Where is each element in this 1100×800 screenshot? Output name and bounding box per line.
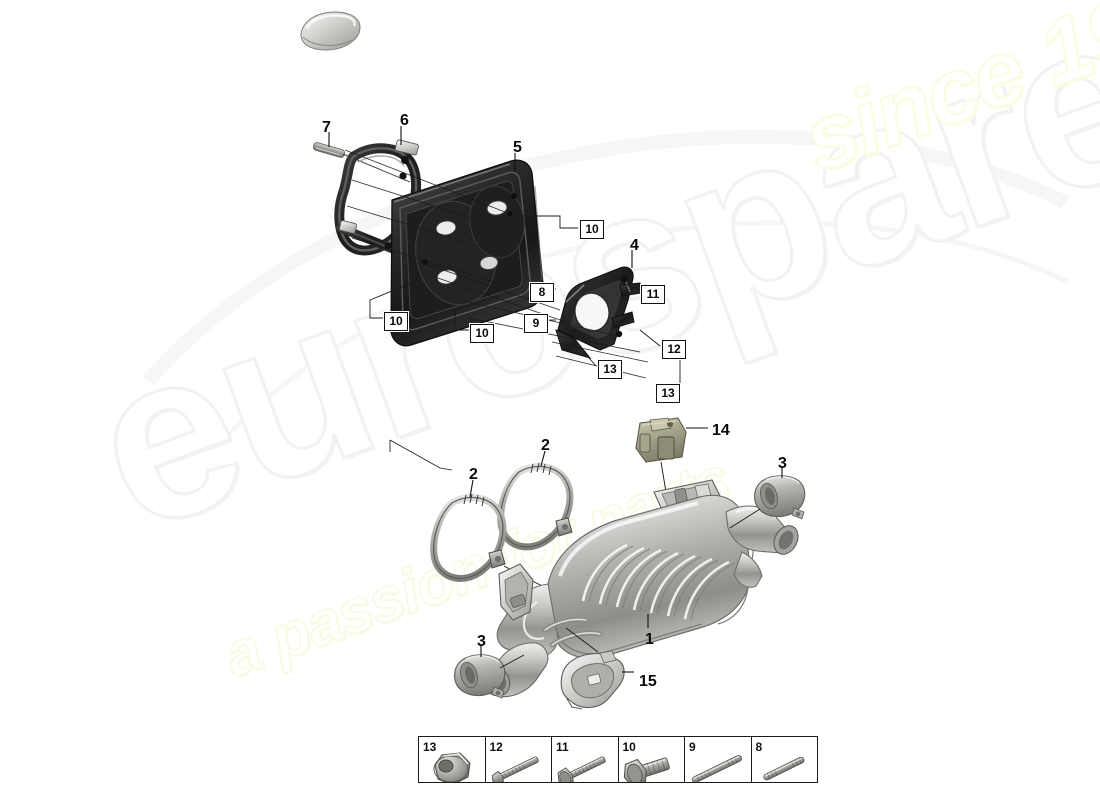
callout-15: 15 <box>639 673 657 690</box>
callout-13-boxed: 13 <box>656 384 680 403</box>
callout-10-boxed: 10 <box>384 312 408 331</box>
long-stud-icon <box>685 737 751 782</box>
part-3-pipe-clamp-right <box>754 475 806 520</box>
callout-9-boxed: 9 <box>524 314 548 333</box>
part-1-rear-silencer <box>483 494 799 698</box>
legend-cell-9: 9 <box>685 737 752 782</box>
legend-cell-12: 12 <box>486 737 552 782</box>
callout-6: 6 <box>400 112 409 129</box>
part-oval-cover-cap <box>300 11 361 51</box>
threaded-stud-icon <box>752 737 818 782</box>
callout-10-boxed: 10 <box>470 324 494 343</box>
assembly-leader-lines <box>344 149 649 379</box>
legend-cell-10: 10 <box>619 737 685 782</box>
part-6-support-frame <box>334 139 422 257</box>
part-2-band-clamp-lower <box>430 493 507 582</box>
long-bolt-icon <box>486 737 552 782</box>
leader-2-upper <box>540 450 546 467</box>
callout-13-boxed: 13 <box>598 360 622 379</box>
hardware-legend: 13 12 11 <box>418 736 818 783</box>
legend-cell-11: 11 <box>552 737 619 782</box>
callout-1: 1 <box>645 631 654 648</box>
callout-14: 14 <box>712 422 730 439</box>
legend-number: 11 <box>556 740 569 754</box>
callout-7: 7 <box>322 119 331 136</box>
hex-flange-bolt-icon <box>552 737 618 782</box>
part-2-band-clamp-upper <box>497 462 574 551</box>
part-14-actuator <box>635 417 687 463</box>
callout-11-boxed: 11 <box>641 285 665 304</box>
flange-nut-icon <box>419 737 485 782</box>
legend-number: 12 <box>489 740 503 754</box>
callout-8-boxed: 8 <box>530 283 554 302</box>
callout-2: 2 <box>469 466 478 483</box>
legend-number: 8 <box>755 740 763 754</box>
callout-12-boxed: 12 <box>662 340 686 359</box>
callout-10-boxed: 10 <box>580 220 604 239</box>
legend-number: 10 <box>622 740 636 754</box>
callout-2: 2 <box>541 437 550 454</box>
part-3-pipe-clamp-left <box>454 654 506 699</box>
callout-3: 3 <box>477 633 486 650</box>
leader-2-lower <box>469 479 474 498</box>
part-15-tailpipe-bracket <box>560 650 625 710</box>
legend-number: 13 <box>423 740 437 754</box>
legend-cell-8: 8 <box>752 737 818 782</box>
part-4-mounting-bracket <box>555 266 642 359</box>
callout-4: 4 <box>630 237 639 254</box>
callout-3: 3 <box>778 455 787 472</box>
callout-5: 5 <box>513 139 522 156</box>
legend-number: 9 <box>689 740 696 754</box>
short-hex-bolt-icon <box>619 737 685 782</box>
part-5-heat-shield-panel <box>390 159 544 347</box>
legend-cell-13: 13 <box>419 737 486 782</box>
